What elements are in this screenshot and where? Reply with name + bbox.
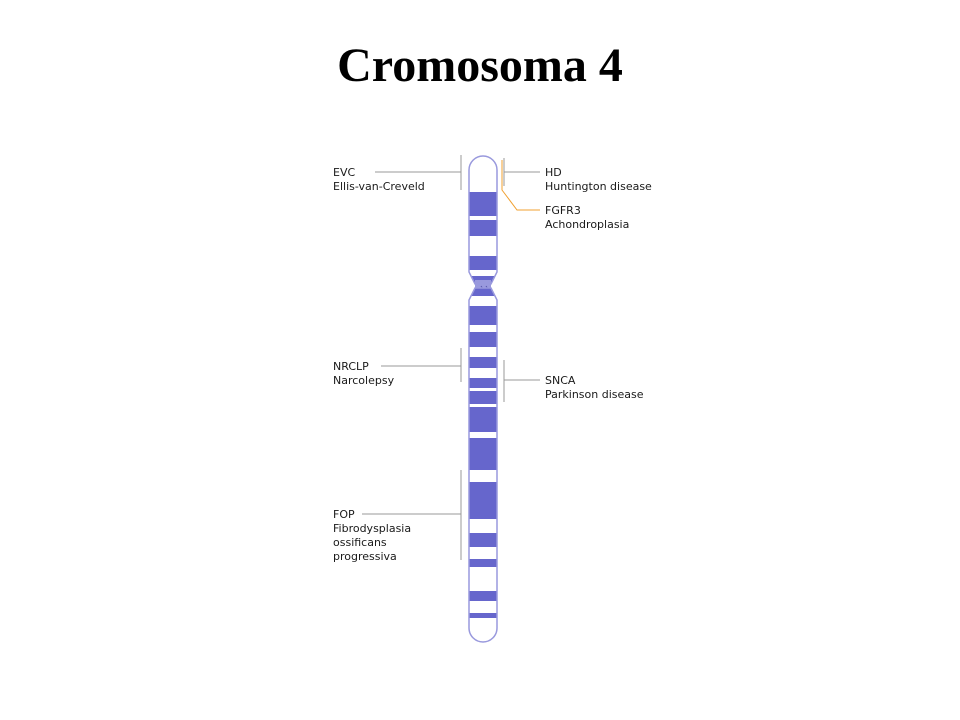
evc-disease: Ellis-van-Creveld <box>333 180 425 193</box>
fop-disease-line-2: ossificans <box>333 536 387 549</box>
hd-label: HD Huntington disease <box>545 166 652 193</box>
evc-symbol: EVC <box>333 166 355 179</box>
page-title: Cromosoma 4 <box>337 39 623 92</box>
fgfr3-symbol: FGFR3 <box>545 204 581 217</box>
hd-disease: Huntington disease <box>545 180 652 193</box>
q-band-light-4 <box>469 368 497 378</box>
q-band-light-7 <box>469 432 497 438</box>
q-band-light-2 <box>469 325 497 332</box>
fop-label: FOP Fibrodysplasia ossificans progressiv… <box>333 508 415 563</box>
q-band-light-12 <box>469 601 497 613</box>
fop-disease-line-1: Fibrodysplasia <box>333 522 411 535</box>
q-band-light-3 <box>469 347 497 357</box>
nrclp-label: NRCLP Narcolepsy <box>333 360 395 387</box>
q-arm-outline <box>468 287 498 643</box>
chromosome-p-arm <box>469 156 497 284</box>
p-band-light-4 <box>469 270 497 276</box>
q-band-light-5 <box>469 388 497 391</box>
q-band-light-13 <box>469 618 497 642</box>
q-band-light-1 <box>469 296 497 306</box>
q-band-light-6 <box>469 404 497 407</box>
q-band-light-10 <box>469 547 497 559</box>
p-arm-outline <box>468 155 498 285</box>
snca-symbol: SNCA <box>545 374 576 387</box>
snca-label: SNCA Parkinson disease <box>545 374 644 401</box>
q-band-light-8 <box>469 470 497 482</box>
fgfr3-disease: Achondroplasia <box>545 218 629 231</box>
snca-disease: Parkinson disease <box>545 388 644 401</box>
nrclp-disease: Narcolepsy <box>333 374 395 387</box>
evc-label: EVC Ellis-van-Creveld <box>333 166 425 193</box>
fop-disease-line-3: progressiva <box>333 550 397 563</box>
fgfr3-leader <box>501 160 540 211</box>
nrclp-symbol: NRCLP <box>333 360 369 373</box>
p-band-light-2 <box>469 216 497 220</box>
left-leaders <box>362 155 462 560</box>
chromosome-q-arm <box>469 288 497 642</box>
q-band-light-9 <box>469 519 497 533</box>
p-band-light-1 <box>469 156 497 192</box>
hd-symbol: HD <box>545 166 562 179</box>
right-leaders <box>501 158 540 402</box>
q-band-light-11 <box>469 567 497 591</box>
fgfr3-label: FGFR3 Achondroplasia <box>545 204 629 231</box>
p-band-light-3 <box>469 236 497 256</box>
fop-symbol: FOP <box>333 508 355 521</box>
